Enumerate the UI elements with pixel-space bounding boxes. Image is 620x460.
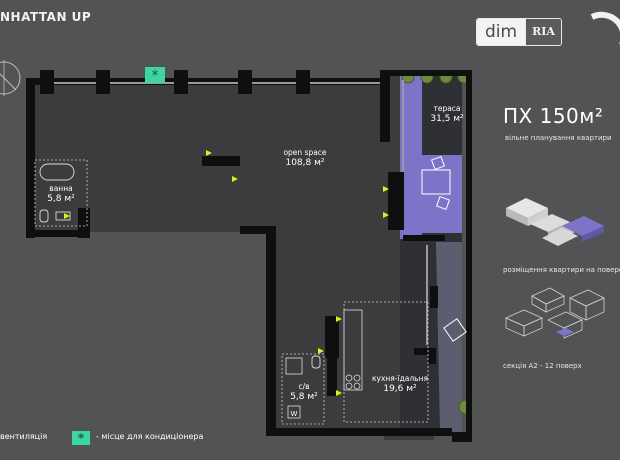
ventilation-markers: [64, 150, 389, 396]
wc-toilet: [311, 355, 321, 369]
kitchen-counter: [343, 309, 363, 391]
bathroom-outline: [34, 159, 88, 227]
apartment-subtitle: вільне планування квартири: [505, 134, 612, 142]
terrace-furniture: [421, 155, 467, 342]
bathtub: [39, 163, 75, 181]
walls: [26, 70, 472, 442]
section-caption: секція А2 - 12 поверх: [503, 362, 582, 370]
ac-marker: [145, 67, 165, 83]
room-wc-label: с/в: [298, 382, 310, 391]
room-terrace-area: 31,5 м²: [430, 114, 464, 124]
floor-position-caption: розміщення квартири на поверсі: [503, 266, 620, 274]
toilet: [39, 209, 49, 223]
room-open-space-label: open space: [283, 148, 327, 157]
terrace-light: [436, 242, 462, 432]
apartment-title: ПХ 150м²: [503, 104, 604, 128]
floor-position-diagram[interactable]: [500, 190, 608, 258]
room-kitchen[interactable]: кухня-їдальня 19,6 м²: [362, 374, 438, 394]
legend-ac-icon: *: [72, 431, 90, 445]
room-kitchen-area: 19,6 м²: [383, 384, 417, 394]
washing-machine-label: W: [291, 410, 298, 418]
room-open-space[interactable]: open space 108,8 м²: [270, 148, 340, 168]
section-diagram[interactable]: [502, 282, 610, 356]
wc-outline: [281, 353, 325, 425]
room-bathroom[interactable]: ванна 5,8 м²: [38, 184, 84, 204]
room-bathroom-label: ванна: [49, 184, 73, 193]
room-bathroom-area: 5,8 м²: [47, 194, 75, 204]
logo-dim-text: dim: [477, 19, 526, 45]
terrace-highlight: [400, 74, 422, 239]
floor-plan: * W: [26, 67, 474, 442]
room-open-space-area: 108,8 м²: [285, 158, 325, 168]
corner-arc-icon: [590, 11, 620, 45]
room-kitchen-label: кухня-їдальня: [371, 374, 429, 383]
room-wc-area: 5,8 м²: [290, 392, 318, 402]
washing-machine: [287, 405, 301, 419]
compass-icon: [0, 60, 21, 96]
legend-ac-text: - місце для кондиціонера: [96, 432, 204, 441]
room-wc[interactable]: с/в 5,8 м²: [284, 382, 324, 402]
shower: [285, 357, 303, 375]
room-terrace-label: тераса: [433, 104, 461, 113]
windows: [54, 80, 428, 345]
room-terrace[interactable]: тераса 31,5 м²: [412, 104, 482, 124]
ac-marker-symbol: *: [152, 68, 159, 84]
stove-icon: [345, 374, 361, 390]
legend-ventilation: вентиляція: [0, 432, 48, 441]
dim-ria-logo[interactable]: dim RIA: [476, 18, 562, 46]
logo-ria-text: RIA: [525, 19, 561, 45]
project-name: NHATTAN UP: [0, 10, 92, 24]
